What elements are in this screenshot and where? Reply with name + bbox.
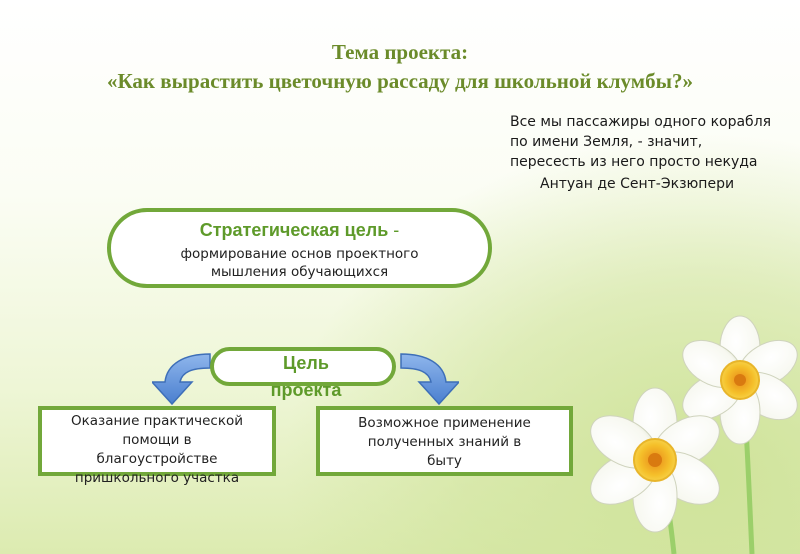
strategic-goal-heading: Стратегическая цель -	[111, 220, 488, 241]
project-goal-label: Цель проекта	[250, 350, 362, 404]
goal-knowledge-application-box: Возможное применение полученных знаний в…	[316, 406, 573, 476]
goal-practical-help-box: Оказание практической помощи в благоустр…	[38, 406, 276, 486]
quote-line-3: пересесть из него просто некуда	[510, 154, 758, 170]
knowledge-application-line-2: полученных знаний в	[367, 434, 522, 450]
epigraph-quote: Все мы пассажиры одного корабля по имени…	[488, 112, 774, 194]
practical-help-line-4: пришкольного участка	[74, 470, 240, 486]
title-line-2: «Как вырастить цветочную рассаду для шко…	[106, 69, 693, 93]
curved-arrow-down-right-icon	[400, 353, 459, 406]
strategic-goal-line-2: мышления обучающихся	[210, 264, 389, 280]
strategic-goal-dash: -	[393, 220, 400, 240]
knowledge-application-line-1: Возможное применение	[358, 415, 531, 431]
knowledge-application-line-3: быту	[427, 453, 462, 469]
curved-arrow-down-left-icon	[152, 353, 211, 406]
practical-help-line-1: Оказание практической	[70, 413, 244, 429]
daffodil-flowers-image	[590, 315, 798, 554]
project-goal-box	[210, 347, 396, 386]
project-goal-line-2: проекта	[270, 380, 342, 400]
quote-line-1: Все мы пассажиры одного корабля	[510, 114, 772, 130]
quote-line-2: по имени Земля, - значит,	[510, 134, 703, 150]
strategic-goal-box: Стратегическая цель - формирование основ…	[107, 208, 492, 288]
strategic-goal-line-1: формирование основ проектного	[180, 246, 419, 262]
slide-title: Тема проекта: «Как вырастить цветочную р…	[0, 38, 800, 96]
quote-author: Антуан де Сент-Экзюпери	[540, 176, 735, 192]
strategic-goal-description: формирование основ проектного мышления о…	[111, 245, 488, 281]
practical-help-line-2: помощи в	[122, 432, 192, 448]
practical-help-line-3: благоустройстве	[96, 451, 218, 467]
strategic-goal-heading-text: Стратегическая цель	[199, 220, 389, 240]
title-line-1: Тема проекта:	[331, 40, 469, 64]
project-goal-line-1: Цель	[283, 353, 329, 373]
